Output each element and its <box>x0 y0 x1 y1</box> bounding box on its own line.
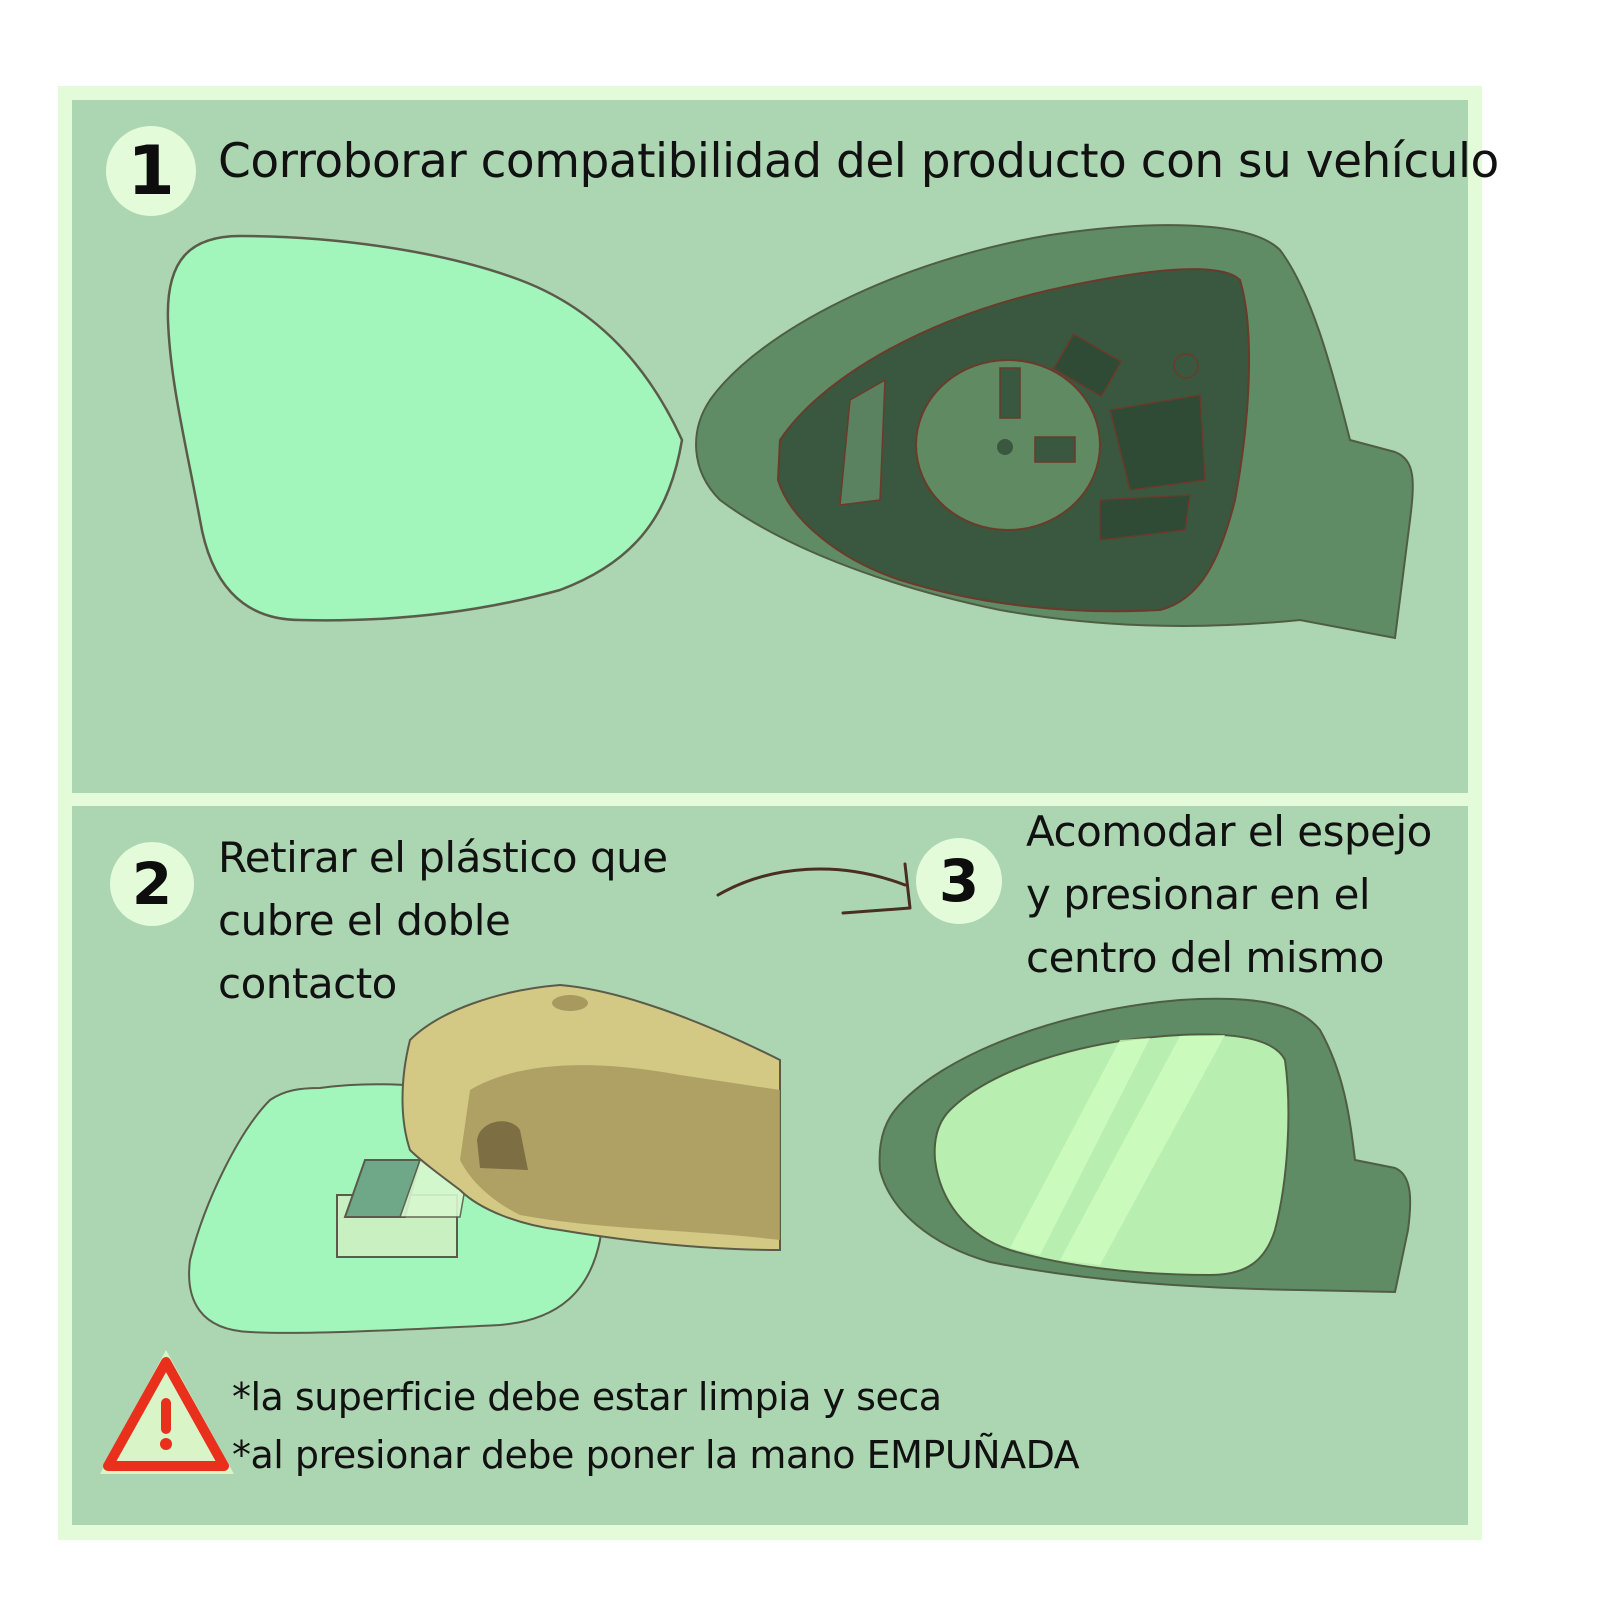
step-1-badge: 1 <box>106 126 196 216</box>
step-2-text: Retirar el plástico que cubre el doble c… <box>218 826 668 1015</box>
warning-note-2: *al presionar debe poner la mano EMPUÑAD… <box>232 1433 1080 1477</box>
step-3-text: Acomodar el espejo y presionar en el cen… <box>1026 800 1432 989</box>
step-3-line-2: y presionar en el <box>1026 870 1371 919</box>
step-3-badge: 3 <box>916 838 1002 924</box>
step-1-title: Corroborar compatibilidad del producto c… <box>218 134 1499 189</box>
warning-triangle-icon <box>100 1350 234 1474</box>
step-3-line-1: Acomodar el espejo <box>1026 807 1432 856</box>
step-2-line-3: contacto <box>218 959 397 1008</box>
step-3-line-3: centro del mismo <box>1026 933 1385 982</box>
step-2-line-2: cubre el doble <box>218 896 511 945</box>
warning-notes: *la superficie debe estar limpia y seca … <box>232 1368 1080 1484</box>
step-2-badge: 2 <box>110 842 194 926</box>
step-2-line-1: Retirar el plástico que <box>218 833 668 882</box>
warning-note-1: *la superficie debe estar limpia y seca <box>232 1375 942 1419</box>
